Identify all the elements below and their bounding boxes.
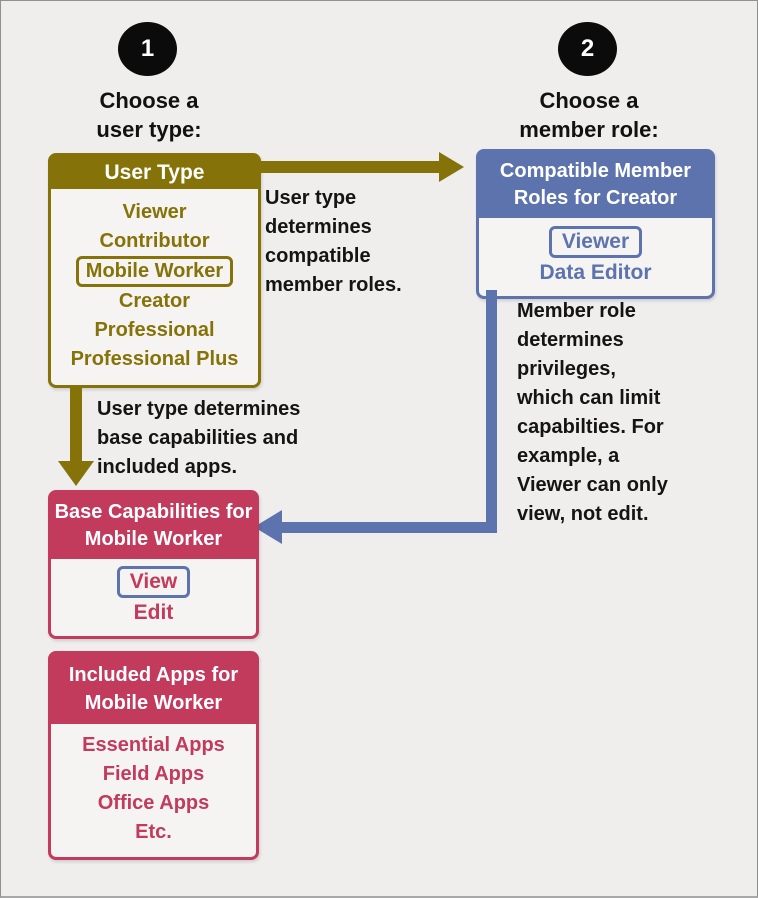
step-2-badge: 2 xyxy=(558,22,617,76)
caption-member-role-note: Member role determines privileges, which… xyxy=(517,300,668,525)
step-2-label: Choose a member role: xyxy=(519,88,659,142)
base-capabilities-list: View Edit xyxy=(51,559,256,636)
roles-to-capabilities-arrow-vertical-shaft xyxy=(486,290,497,533)
user-type-item: Contributor xyxy=(99,230,210,252)
user-type-box-title: User Type xyxy=(51,156,258,189)
user-type-item-selected: Mobile Worker xyxy=(53,256,256,287)
base-capabilities-box: Base Capabilities for Mobile Worker View… xyxy=(48,490,259,639)
capability-item: Edit xyxy=(133,601,174,624)
selected-user-type-outline: Mobile Worker xyxy=(75,256,234,287)
user-type-to-capabilities-arrow-shaft xyxy=(70,386,82,463)
member-roles-list: Viewer Data Editor xyxy=(479,218,712,296)
included-app-item: Etc. xyxy=(135,821,172,843)
user-type-list: Viewer Contributor Mobile Worker Creator… xyxy=(51,189,258,385)
caption-user-type-to-roles: User type determines compatible member r… xyxy=(265,187,402,296)
user-type-box: User Type Viewer Contributor Mobile Work… xyxy=(48,153,261,388)
base-capabilities-box-title: Base Capabilities for Mobile Worker xyxy=(51,493,256,559)
step-1-label: Choose a user type: xyxy=(96,88,202,142)
member-roles-box: Compatible Member Roles for Creator View… xyxy=(476,149,715,299)
member-roles-box-title: Compatible Member Roles for Creator xyxy=(479,152,712,218)
step-2-number: 2 xyxy=(580,35,595,62)
user-type-item: Viewer xyxy=(122,201,187,223)
included-app-item: Field Apps xyxy=(102,763,205,785)
step-1-number: 1 xyxy=(140,35,155,62)
step-1-badge: 1 xyxy=(118,22,177,76)
caption-user-type-to-capabilities: User type determines base capabilities a… xyxy=(97,398,301,478)
user-type-to-roles-arrowhead-icon xyxy=(439,152,464,182)
roles-to-capabilities-arrow-horizontal-shaft xyxy=(282,522,497,533)
user-type-item: Professional Plus xyxy=(70,348,239,370)
included-apps-box-title: Included Apps for Mobile Worker xyxy=(51,654,256,724)
selected-capability-outline: View xyxy=(116,566,191,598)
member-role-item: Data Editor xyxy=(539,261,652,284)
capability-item-selected: View xyxy=(53,566,254,598)
member-role-item-selected: Viewer xyxy=(481,226,710,258)
user-type-item: Creator xyxy=(118,290,191,312)
user-type-item: Professional xyxy=(94,319,215,341)
included-app-item: Essential Apps xyxy=(82,734,225,756)
included-apps-box: Included Apps for Mobile Worker Essentia… xyxy=(48,651,259,860)
included-app-item: Office Apps xyxy=(97,792,210,814)
selected-member-role-outline: Viewer xyxy=(548,226,643,258)
user-type-to-capabilities-arrowhead-icon xyxy=(58,461,94,486)
user-type-to-roles-arrow-shaft xyxy=(249,161,441,173)
included-apps-list: Essential Apps Field Apps Office Apps Et… xyxy=(51,724,256,857)
